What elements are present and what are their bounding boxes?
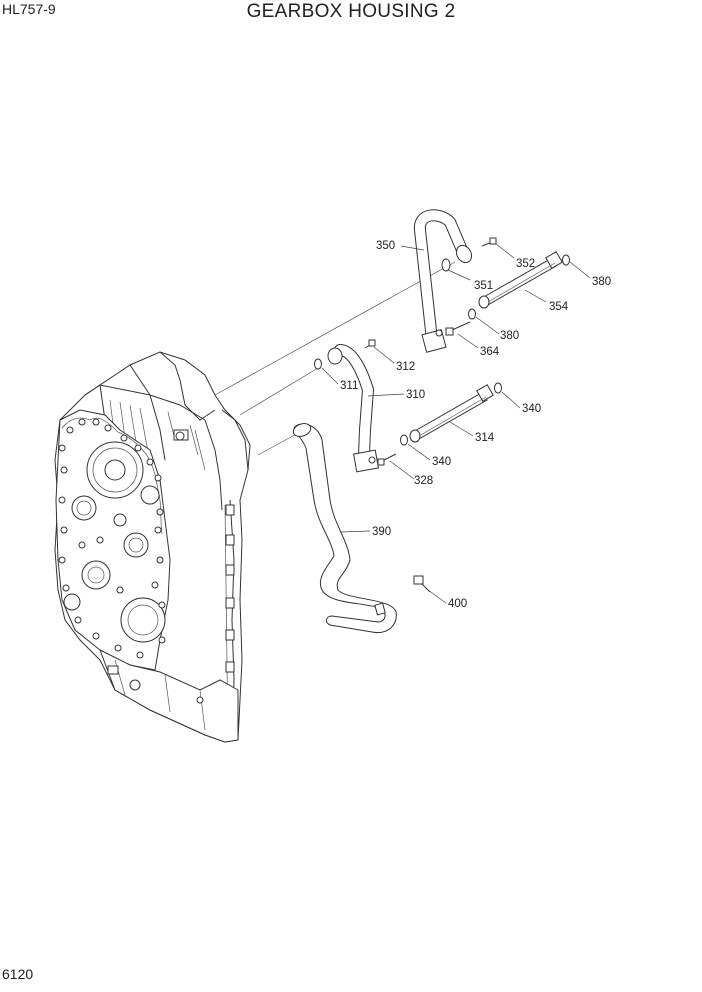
bolt-400: [413, 575, 431, 593]
callout-390: 390: [372, 526, 391, 538]
front-bores: [63, 441, 166, 643]
o-ring-351: [441, 258, 451, 272]
callout-328: 328: [414, 475, 433, 487]
bolt-328: [377, 453, 397, 466]
o-ring-311: [314, 358, 322, 370]
callout-labels: 350 351 352 380 354 380 364 312 311 310 …: [340, 240, 611, 610]
bolt-312: [364, 339, 376, 349]
leader-lines: [321, 243, 591, 604]
callout-352: 352: [516, 258, 535, 270]
pipe-350: [414, 209, 473, 353]
callout-311: 311: [340, 380, 358, 392]
callout-314: 314: [475, 432, 495, 444]
callout-351: 351: [474, 280, 493, 292]
callout-350: 350: [376, 240, 395, 252]
assembly-lines: [214, 261, 456, 456]
gearbox-housing: [54, 351, 251, 743]
o-ring-380-top: [562, 254, 570, 266]
pipe-310: [327, 344, 379, 473]
bolt-352: [481, 237, 497, 247]
callout-354: 354: [549, 301, 569, 313]
model-code: HL757-9: [2, 1, 56, 17]
pipe-390: [292, 423, 397, 634]
callout-380-b: 380: [500, 330, 519, 342]
tube-354: [478, 251, 563, 309]
callout-380-a: 380: [592, 276, 611, 288]
callout-364: 364: [480, 346, 500, 358]
callout-340-b: 340: [432, 456, 451, 468]
bolt-holes: [58, 418, 166, 659]
page-number: 6120: [2, 966, 34, 982]
bolt-364: [445, 321, 471, 336]
o-ring-340-right: [494, 382, 502, 394]
callout-310: 310: [406, 389, 425, 401]
callout-400: 400: [448, 598, 467, 610]
callout-312: 312: [396, 361, 415, 373]
o-ring-380-bottom: [468, 308, 476, 320]
o-ring-340-left: [400, 434, 408, 446]
tube-314: [409, 384, 494, 443]
callout-340-a: 340: [522, 403, 541, 415]
page-title: GEARBOX HOUSING 2: [246, 1, 456, 22]
